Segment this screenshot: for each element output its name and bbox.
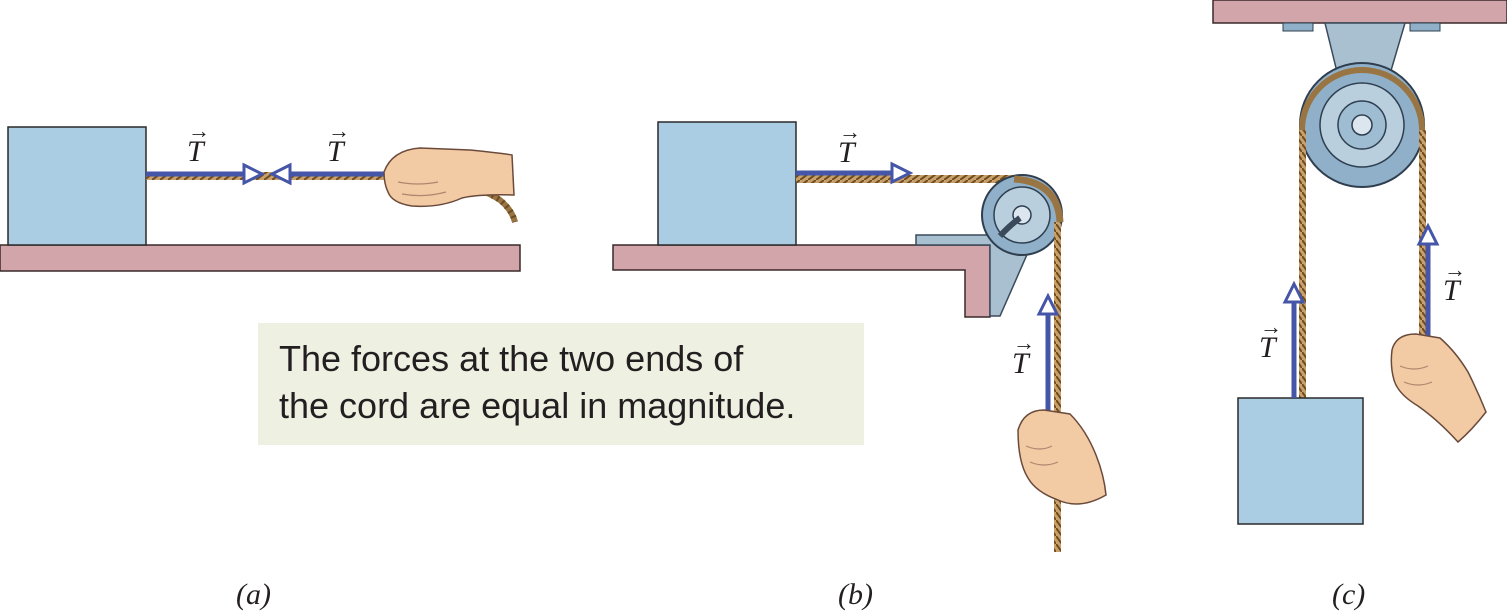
floor-surface-a bbox=[0, 244, 521, 272]
caption-a: (a) bbox=[236, 578, 271, 611]
rope-hanging-b bbox=[1054, 222, 1061, 552]
rope-left-c bbox=[1299, 130, 1306, 398]
vector-arrow-hand-c: → bbox=[1444, 257, 1466, 282]
ceiling-c bbox=[1212, 0, 1507, 24]
vector-arrow-block-a: → bbox=[188, 118, 210, 143]
tension-label-block-c: T bbox=[1259, 331, 1278, 364]
hand-b bbox=[1017, 409, 1107, 505]
rope-b bbox=[796, 175, 1014, 183]
tension-label-hand-a: T bbox=[327, 135, 346, 168]
hand-c bbox=[1390, 333, 1487, 444]
rope-over-pulley-b bbox=[1013, 175, 1064, 223]
callout-line-2: the cord are equal in magnitude. bbox=[279, 385, 796, 426]
vector-arrow-hand-b: → bbox=[1013, 330, 1035, 355]
block-c bbox=[1237, 397, 1364, 525]
vector-arrow-block-c: → bbox=[1260, 314, 1282, 339]
tension-label-block-b: T bbox=[838, 136, 857, 169]
tension-label-hand-c: T bbox=[1443, 274, 1462, 307]
block-b bbox=[657, 121, 797, 246]
tension-label-block-a: T bbox=[187, 135, 206, 168]
caption-c: (c) bbox=[1332, 578, 1365, 611]
force-arrowhead-block-c bbox=[1282, 280, 1306, 304]
callout-line-1: The forces at the two ends of bbox=[279, 338, 744, 379]
force-arrowhead-hand-b bbox=[1036, 292, 1060, 316]
force-arrowhead-hand-a bbox=[268, 162, 292, 186]
callout-box: The forces at the two ends of the cord a… bbox=[258, 323, 864, 445]
panel-a: T → T → (a) bbox=[0, 118, 521, 611]
caption-b: (b) bbox=[838, 578, 873, 611]
rope-over-pulley-c bbox=[1299, 67, 1425, 131]
table-surface-b bbox=[612, 244, 991, 318]
panel-c: T → T → (c) bbox=[1212, 0, 1507, 611]
tension-label-hand-b: T bbox=[1012, 347, 1031, 380]
vector-arrow-hand-a: → bbox=[328, 118, 350, 143]
force-arrowhead-hand-c bbox=[1416, 222, 1440, 246]
vector-arrow-block-b: → bbox=[839, 119, 861, 144]
block-a bbox=[7, 126, 147, 246]
force-arrowhead-block-a bbox=[242, 162, 266, 186]
force-arrowhead-block-b bbox=[890, 161, 914, 185]
hand-a bbox=[383, 147, 515, 208]
panel-b: T → T → (b) bbox=[612, 119, 1107, 611]
